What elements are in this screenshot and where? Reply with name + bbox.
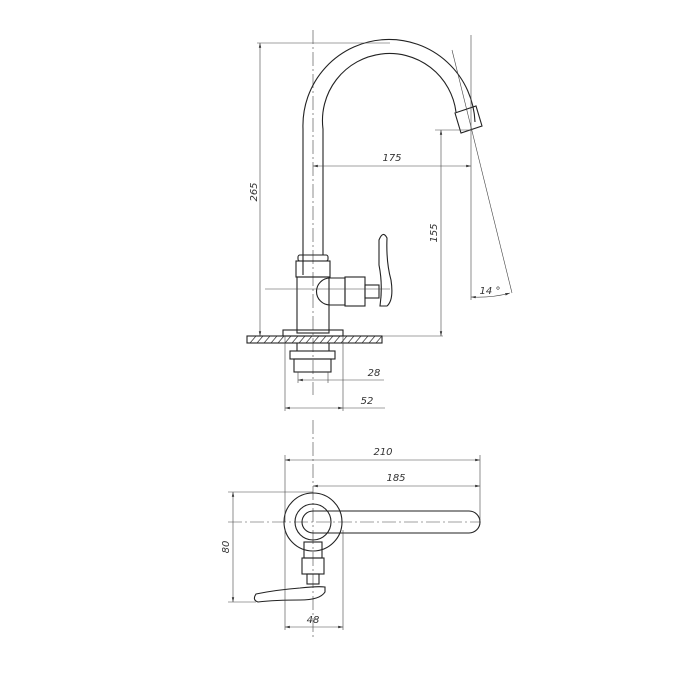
hatch-line — [249, 335, 257, 344]
dim-label-185: 185 — [386, 473, 405, 484]
dim-label-175: 175 — [382, 153, 401, 164]
mounting-surface — [246, 335, 383, 344]
valve-hex — [344, 276, 366, 307]
top-view: 210 185 80 48 — [221, 420, 481, 640]
hatch-line — [354, 335, 362, 344]
hatch-line — [347, 335, 355, 344]
valve-housing — [315, 277, 346, 306]
dim-label-80: 80 — [221, 541, 232, 554]
spout-inner — [321, 52, 457, 255]
base-circle-outer — [283, 492, 343, 552]
dim-label-28: 28 — [368, 368, 381, 379]
dim-label-265: 265 — [249, 182, 260, 201]
dim-arc-14 — [470, 292, 511, 299]
side-view: (function(){var s=document.currentScript… — [246, 30, 513, 411]
spout-outer — [302, 38, 476, 275]
dim-label-52: 52 — [361, 396, 374, 407]
hatch-line — [361, 335, 369, 344]
dim-label-48: 48 — [307, 615, 320, 626]
dim-label-14deg: 14 ° — [480, 286, 501, 297]
thread-nipple — [293, 358, 332, 373]
hatch-line — [298, 335, 306, 344]
hatch-line — [291, 335, 299, 344]
angle-reference — [451, 49, 513, 294]
surface-hatching: (function(){var s=document.currentScript… — [249, 335, 383, 344]
lever-handle — [378, 233, 393, 307]
hatch-line — [270, 335, 278, 344]
hatch-line — [263, 335, 271, 344]
lever-handle-top — [253, 586, 326, 603]
hatch-line — [312, 335, 320, 344]
hatch-line — [256, 335, 264, 344]
hatch-line — [340, 335, 348, 344]
base-circle-inner — [294, 503, 332, 541]
hatch-line — [333, 335, 341, 344]
hatch-line — [277, 335, 285, 344]
dim-label-155: 155 — [429, 223, 440, 242]
hatch-line — [326, 335, 334, 344]
valve-stem-top — [306, 573, 320, 585]
hatch-line — [375, 335, 383, 344]
hatch-line — [319, 335, 327, 344]
valve-stem — [364, 284, 380, 299]
spout-top — [301, 510, 481, 534]
nut-top — [289, 350, 336, 360]
hatch-line — [284, 335, 292, 344]
hatch-line — [305, 335, 313, 344]
dim-label-210: 210 — [373, 447, 392, 458]
spout-aerator — [454, 105, 483, 134]
hatch-line — [368, 335, 376, 344]
